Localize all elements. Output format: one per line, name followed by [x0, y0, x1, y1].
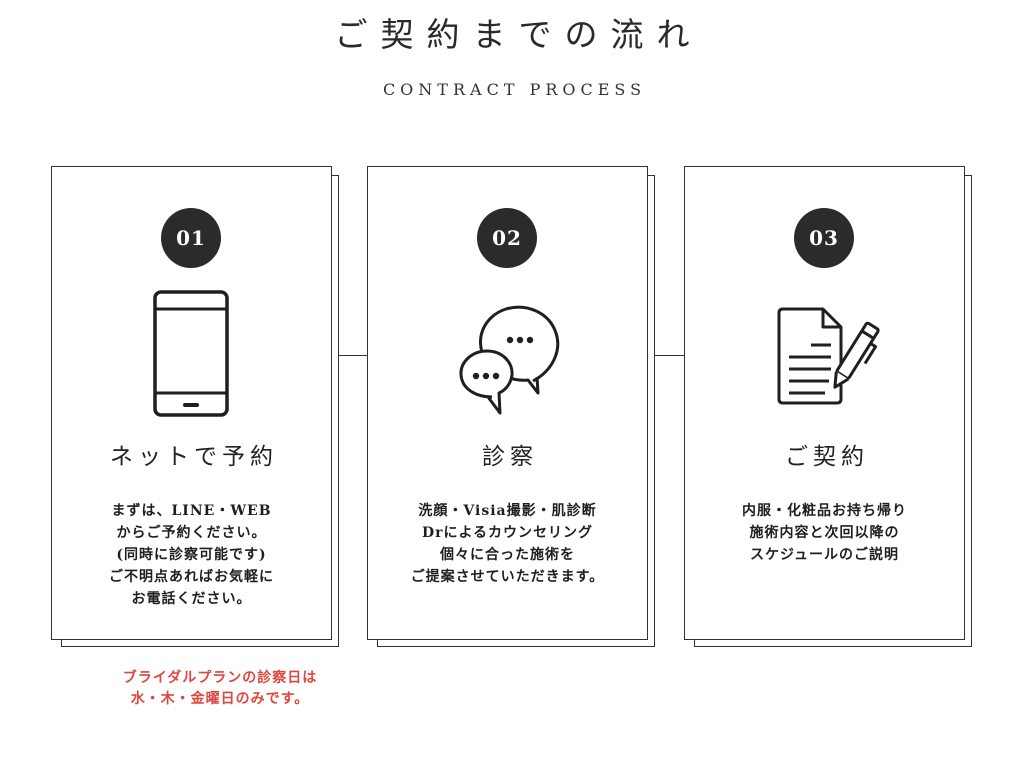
step-description-line: Drによるカウンセリング: [421, 525, 594, 541]
step-description: 洗顔・Visia撮影・肌診断 Drによるカウンセリング 個々に合った施術を ご提…: [368, 500, 647, 588]
step-description-line: (同時に診察可能です): [116, 547, 267, 563]
step-description-line: 施術内容と次回以降の: [749, 525, 900, 541]
step-card-2: 02 診察 洗顔・Visia撮影・肌診断 Drによるカウンセリング 個々に合った…: [367, 166, 657, 649]
step-number-badge: 02: [477, 208, 537, 268]
document-pen-icon: [777, 307, 880, 405]
step-description-line: スケジュールのご説明: [749, 547, 900, 563]
step-number-badge: 03: [794, 208, 854, 268]
chat-bubbles-icon: [459, 305, 560, 415]
step-connector: [648, 355, 684, 356]
step-title: ご契約: [785, 444, 869, 470]
card-body: 02 診察 洗顔・Visia撮影・肌診断 Drによるカウンセリング 個々に合った…: [367, 166, 648, 640]
step-description-line: 洗顔・Visia撮影・肌診断: [418, 503, 597, 519]
page-subtitle: CONTRACT PROCESS: [382, 80, 647, 99]
step-card-3: 03 ご契約 内服・化粧品お持ち帰り 施術内容と次回以降の スケジュールのご説明: [684, 166, 974, 649]
step-description-line: 個々に合った施術を: [440, 547, 575, 563]
step-description: まずは、LINE・WEB からご予約ください。 (同時に診察可能です) ご不明点…: [52, 500, 331, 610]
step-description-line: お電話ください。: [131, 591, 252, 607]
note-line: ブライダルプランの診察日は: [122, 670, 318, 686]
step-description-line: からご予約ください。: [116, 525, 267, 541]
step-description-line: ご提案させていただきます。: [410, 569, 605, 585]
note-line: 水・木・金曜日のみです。: [130, 691, 310, 707]
page-title: ご契約までの流れ: [334, 15, 703, 54]
smartphone-icon: [153, 290, 229, 417]
card-body: 03 ご契約 内服・化粧品お持ち帰り 施術内容と次回以降の スケジュールのご説明: [684, 166, 965, 640]
step-title: 診察: [482, 444, 538, 470]
step-card-1: 01 ネットで予約 まずは、LINE・WEB からご予約ください。 (同時に診察…: [51, 166, 341, 649]
step-title: ネットで予約: [110, 444, 278, 470]
card-body: 01 ネットで予約 まずは、LINE・WEB からご予約ください。 (同時に診察…: [51, 166, 332, 640]
step-description-line: 内服・化粧品お持ち帰り: [742, 503, 907, 519]
step-description-line: まずは、LINE・WEB: [111, 503, 272, 519]
bridal-plan-note: ブライダルプランの診察日は 水・木・金曜日のみです。: [95, 668, 345, 710]
step-description: 内服・化粧品お持ち帰り 施術内容と次回以降の スケジュールのご説明: [685, 500, 964, 566]
step-description-line: ご不明点あればお気軽に: [109, 569, 274, 585]
step-number-badge: 01: [161, 208, 221, 268]
step-connector: [331, 355, 367, 356]
